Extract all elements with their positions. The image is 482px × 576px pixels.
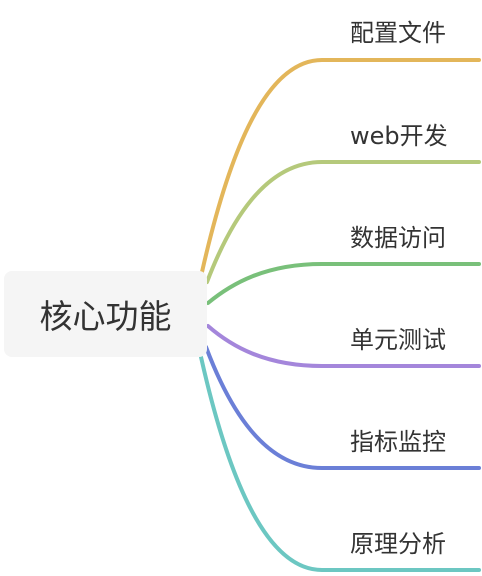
branch-connector-5 bbox=[204, 345, 481, 470]
central-topic: 核心功能 bbox=[4, 271, 207, 357]
central-topic-label: 核心功能 bbox=[39, 297, 172, 336]
branch-connector-4 bbox=[206, 324, 481, 368]
branch-connector-3 bbox=[206, 262, 481, 305]
branch-topic-5: 指标监控 bbox=[350, 428, 446, 456]
branch-topic-2: web开发 bbox=[350, 122, 448, 150]
branch-connector-1 bbox=[200, 58, 481, 274]
branch-connector-2 bbox=[205, 160, 481, 284]
branch-topic-4: 单元测试 bbox=[350, 326, 446, 354]
branch-topic-6: 原理分析 bbox=[350, 530, 446, 558]
branch-topic-3: 数据访问 bbox=[350, 224, 446, 252]
branch-connector-6 bbox=[199, 355, 481, 572]
branch-topic-1: 配置文件 bbox=[350, 19, 446, 47]
